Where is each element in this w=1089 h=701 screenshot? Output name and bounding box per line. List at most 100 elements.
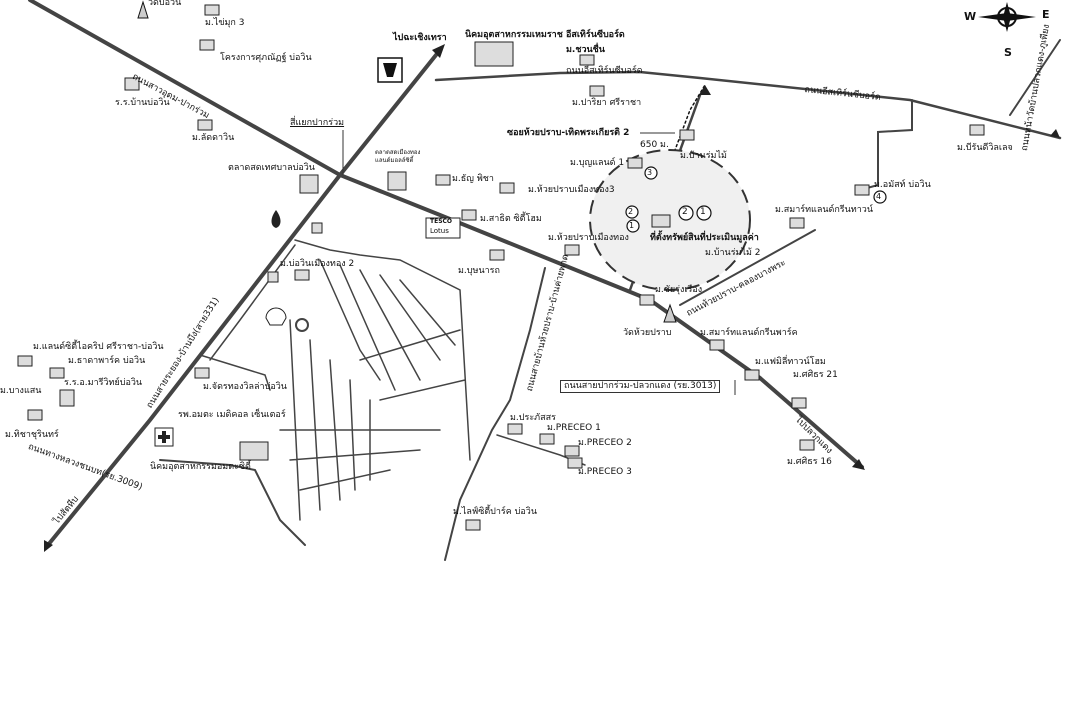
house-icon <box>709 339 725 351</box>
road-main-diagonal <box>46 48 442 547</box>
label-m-preceo2: ม.PRECEO 2 <box>578 438 632 448</box>
label-m-banrommai2: ม.บ้านร่มไม้ 2 <box>705 248 761 258</box>
marker-circle <box>696 205 712 221</box>
label-m-family-home: ม.แฟมิลี่ทาวน์โฮม <box>755 357 826 367</box>
house-icon <box>27 409 43 421</box>
label-m-smartland-park: ม.สมาร์ทแลนด์กรีนพาร์ค <box>700 328 798 338</box>
label-industrial-hemaraj: นิคมอุตสาหกรรมเหมราช อีสเทิร์นซีบอร์ด <box>465 30 625 40</box>
label-m-jartong: ม.จัดรทองวิลล่าบ่อวิน <box>203 382 287 392</box>
arrow-n-icon <box>699 85 711 95</box>
label-to-chachoengsao: ไปฉะเชิงเทรา <box>393 33 447 43</box>
arrows <box>44 44 1060 552</box>
label-hospital: รพ.อมตะ เมดิคอล เซ็นเตอร์ <box>178 410 286 420</box>
house-icon <box>564 445 580 457</box>
marker-circle <box>644 166 658 180</box>
road-smartland <box>679 229 816 306</box>
label-lotus: Lotus <box>430 227 449 235</box>
label-m-lifecity: ม.ไลฟ์ซิตี้ปาร์ค บ่อวิน <box>453 507 537 517</box>
house-icon <box>489 249 505 261</box>
label-m-pariya: ม.ปาริยา ศรีราชา <box>572 98 642 108</box>
arrow-sw-icon <box>44 540 53 552</box>
road-ausamsak <box>859 99 913 191</box>
label-m-huaipraban: ม.ห้วยปราบเมืองทอง <box>548 233 629 243</box>
label-m-banrommai: ม.บ้านร่มไม้ <box>680 151 727 161</box>
tesco-lotus-icon <box>425 217 461 239</box>
school-icon <box>124 77 140 91</box>
label-property: ที่ตั้งทรัพย์สินที่ประเมินมูลค่า <box>650 233 759 243</box>
label-m-sitdawin: ม.ลัดดาวิน <box>192 133 235 143</box>
house-icon <box>465 519 481 531</box>
road-south-vertical <box>444 267 546 561</box>
house-icon <box>679 129 695 141</box>
label-m-huaipraban3: ม.ห้วยปราบเมืองทอง3 <box>528 185 615 195</box>
label-m-chaiyarungrueang: ม.ชัยรุ่งเรือง <box>655 285 703 295</box>
label-m-landcity: ม.แลนด์ซิตี้ไอคริป ศรีราชา-บ่อวิน <box>33 342 164 352</box>
house-icon <box>197 119 213 131</box>
school-building-icon <box>59 389 75 407</box>
temple-icon <box>137 0 149 19</box>
gas-station-icon <box>271 210 281 228</box>
store-icon <box>311 222 323 234</box>
house-icon <box>17 355 33 367</box>
marker-circle <box>678 205 694 221</box>
label-m-siri16: ม.ศศิธร 16 <box>787 457 832 467</box>
label-m-preceo1: ม.PRECEO 1 <box>547 423 601 433</box>
house-icon <box>499 182 515 194</box>
marker-circle <box>873 190 887 204</box>
marker-circle <box>625 205 639 219</box>
house-icon <box>564 244 580 256</box>
marker-number: 3 <box>647 168 653 177</box>
house-icon <box>567 457 583 469</box>
house-icon <box>799 439 815 451</box>
house-icon <box>199 39 215 51</box>
road-eastern-seaboard <box>434 70 1062 140</box>
label-m-bushnarat: ม.บุษนารถ <box>458 266 500 276</box>
compass-east: E <box>1042 8 1050 21</box>
marker-number: 2 <box>628 207 634 216</box>
house-icon <box>435 174 451 186</box>
landmark-icons <box>137 0 677 447</box>
house-icon <box>194 367 210 379</box>
label-school-sirichai: ร.ร.อ.มารีวิทย์บ่อวิน <box>64 378 143 388</box>
label-talat-bowin: ตลาดสดเทศบาลบ่อวิน <box>228 163 315 173</box>
house-icon <box>639 294 655 306</box>
house-icon <box>507 423 523 435</box>
house-icon <box>791 397 807 409</box>
label-talat-muangthong: ตลาดสดเมืองทอง แลนด์มอลล์ซิตี้ <box>375 149 421 164</box>
house-icon <box>204 4 220 16</box>
house-icon <box>627 157 643 169</box>
label-tesco: TESCO <box>430 218 453 225</box>
label-industrial-amata: นิคมอุตสาหกรรมอมตะซิตี้ <box>150 462 251 472</box>
house-icon <box>969 124 985 136</box>
label-soi-huaipraban: ซอยห้วยปราบ-เทิดพระเกียรติ 2 <box>507 128 630 138</box>
label-m-pirun: ม.บีรันดีวิลเลจ <box>957 143 1013 153</box>
market-icon <box>387 171 407 191</box>
label-m-ausamsak: ม.อมัสท์ บ่อวิน <box>874 180 931 190</box>
house-icon <box>589 85 605 97</box>
compass-rose: W E S <box>962 2 1072 62</box>
label-m-boonlaen: ม.บุญแลนด์ 1 <box>570 158 625 168</box>
arrow-ne-icon <box>432 44 445 58</box>
house-icon <box>744 369 760 381</box>
markers <box>625 166 887 233</box>
label-road-eastern-seaboard-1: ถนนอีสเทิร์นซีบอร์ด <box>566 66 643 76</box>
label-rr-banbowin: ร.ร.บ้านบ่อวิน <box>115 98 170 108</box>
arrow-ne-icon <box>1050 129 1060 138</box>
road-left-lower <box>199 354 271 391</box>
marker-number: 1 <box>629 221 635 230</box>
label-m-thadapark: ม.ธาดาพาร์ค บ่อวิน <box>68 356 146 366</box>
roads <box>28 0 1062 561</box>
label-m-prakasit: ม.ประภัสสร <box>510 413 556 423</box>
road-northwest <box>28 0 864 469</box>
market-icon <box>299 174 319 194</box>
label-wat-bowin: วัดบ่อวิน <box>148 0 182 8</box>
arrow-se-icon <box>852 459 865 470</box>
house-icon <box>461 209 477 221</box>
marker-number: 2 <box>682 207 688 217</box>
label-m-thanya: ม.ธัญ พิชา <box>452 174 494 184</box>
building-icons <box>17 4 985 531</box>
isuzu-logo-icon <box>383 63 397 77</box>
label-m-chaimuk3: ม.ไข่มุก 3 <box>205 18 245 28</box>
house-icon <box>854 184 870 196</box>
